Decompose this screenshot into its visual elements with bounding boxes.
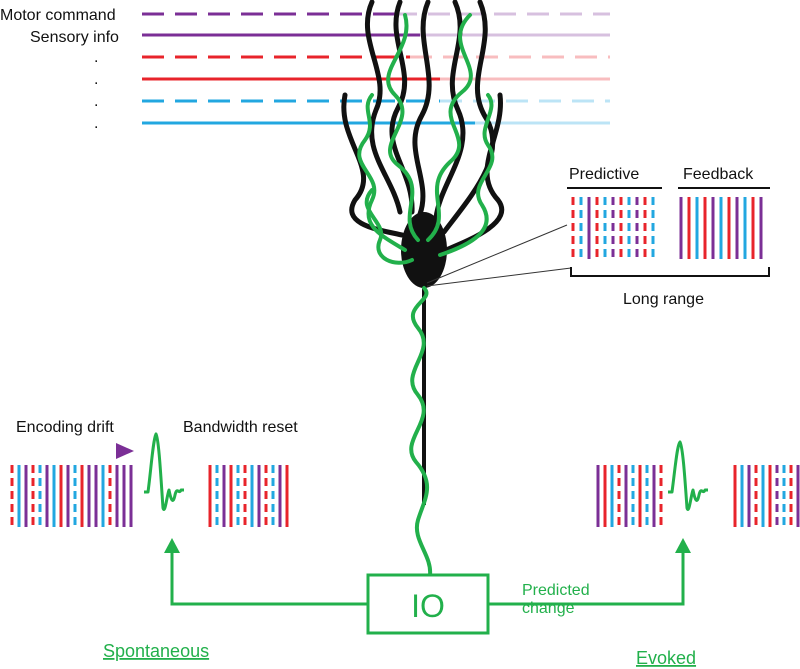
label-evoked: Evoked xyxy=(636,648,696,668)
evoked-after-code xyxy=(733,465,800,527)
label-encoding-drift: Encoding drift xyxy=(16,419,114,436)
evoked-before-code xyxy=(596,465,663,527)
complex-spike-spontaneous xyxy=(144,432,184,511)
label-predictive: Predictive xyxy=(569,166,639,183)
zoom-line-bottom xyxy=(426,267,572,287)
ellipsis-dot-1: . xyxy=(94,49,98,66)
label-sensory-info: Sensory info xyxy=(30,29,119,46)
climbing-fiber-stem xyxy=(409,286,433,577)
label-bandwidth-reset: Bandwidth reset xyxy=(183,419,298,436)
arrow-to-evoked xyxy=(488,551,685,606)
arrow-head-evoked xyxy=(675,538,691,553)
ellipsis-dot-3: . xyxy=(94,93,98,110)
label-predicted: Predicted xyxy=(522,582,590,599)
io-box xyxy=(366,573,490,635)
complex-spike-evoked xyxy=(668,440,708,511)
label-spontaneous: Spontaneous xyxy=(103,641,209,661)
ellipsis-dot-2: . xyxy=(94,71,98,88)
arrow-head-spontaneous xyxy=(164,538,180,553)
zoom-line-top xyxy=(426,224,568,284)
feedback-code xyxy=(679,197,763,259)
drift-arrow-head xyxy=(116,443,134,459)
reset-code xyxy=(208,465,289,527)
drift-panel: Encoding drift Bandwidth reset xyxy=(10,419,298,527)
ellipsis-dot-4: . xyxy=(94,115,98,132)
label-long-range: Long range xyxy=(623,291,704,308)
evoked-panel xyxy=(596,440,800,527)
drift-code xyxy=(10,465,133,527)
label-change: change xyxy=(522,600,575,617)
label-motor-command: Motor command xyxy=(0,7,116,24)
arrow-to-spontaneous xyxy=(170,551,368,606)
inset-code-panel: Predictive Feedback Long range xyxy=(426,166,770,308)
purkinje-dendrites xyxy=(341,0,505,253)
long-range-bracket xyxy=(570,267,770,277)
olive-output: IO Predicted change Spontaneous Evoked xyxy=(103,538,696,668)
label-feedback: Feedback xyxy=(683,166,754,183)
climbing-fiber xyxy=(357,13,495,577)
predictive-code xyxy=(571,197,655,259)
io-label: IO xyxy=(411,588,445,624)
